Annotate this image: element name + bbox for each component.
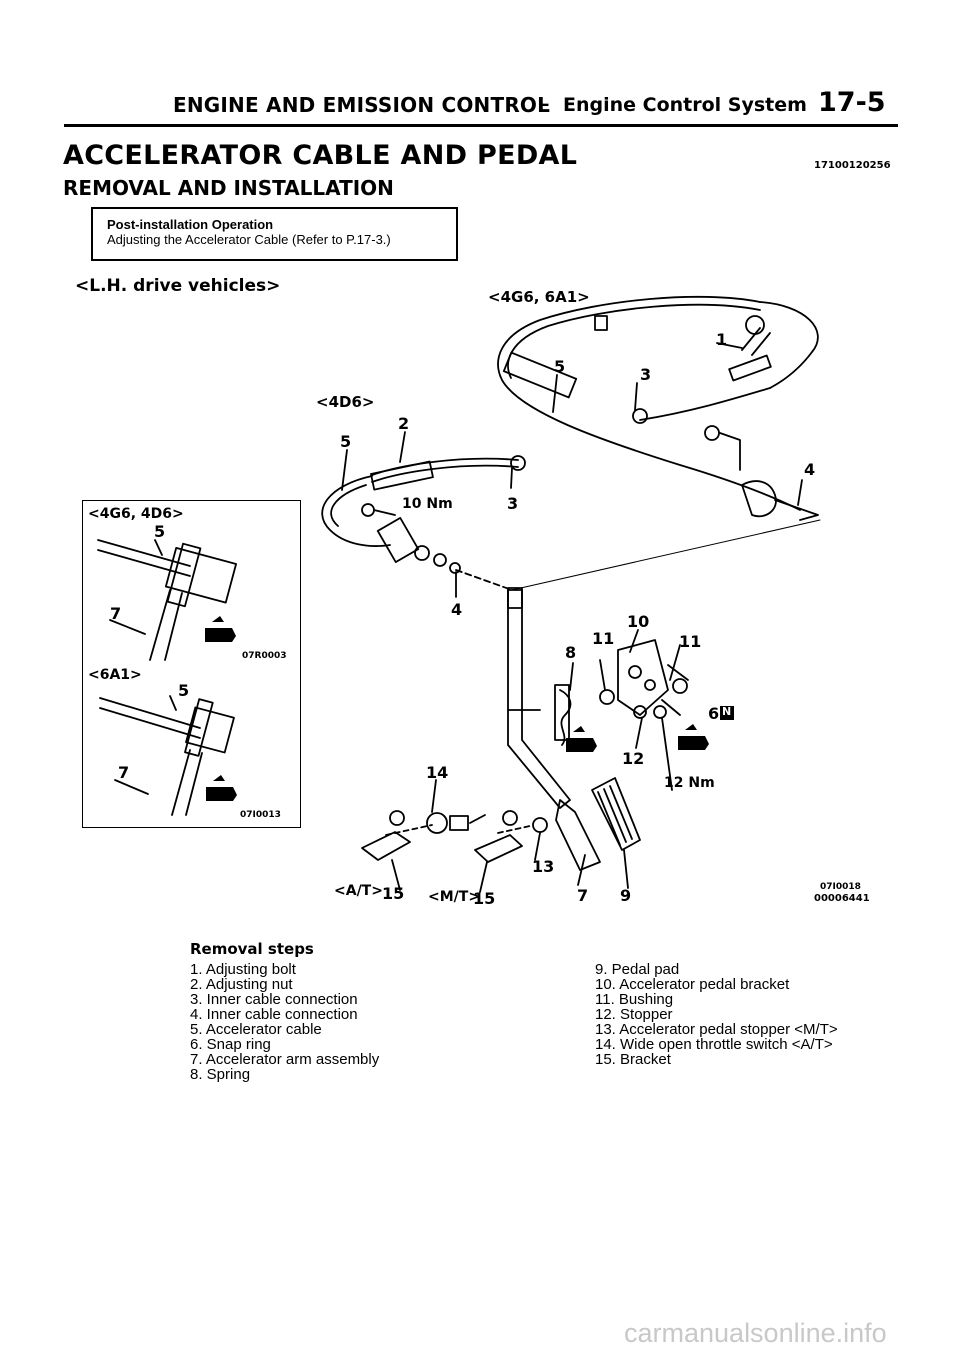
- callout-14: 14: [426, 763, 449, 782]
- callout-11b: 11: [679, 632, 702, 651]
- at-label: <A/T>: [334, 883, 383, 899]
- engine-variant-inset: [82, 500, 301, 828]
- callout-2: 2: [398, 414, 410, 433]
- cable-sleeve: [502, 351, 578, 399]
- callout-5a: 5: [554, 357, 566, 376]
- callout-10: 10: [627, 612, 650, 631]
- removal-step: 12. Stopper: [595, 1006, 673, 1023]
- removal-step: 15. Bracket: [595, 1051, 671, 1068]
- n-mark: N: [722, 705, 732, 718]
- grease-symbol: [205, 616, 236, 642]
- figure-code-2: 00006441: [814, 893, 870, 904]
- removal-steps-heading: Removal steps: [190, 940, 314, 958]
- callout-5d: 5: [178, 681, 190, 700]
- header-rule: [64, 124, 898, 127]
- header-dash: –: [540, 93, 550, 115]
- inset-code-top: 07R0003: [242, 651, 287, 661]
- removal-steps-right: 9. Pedal pad 10. Accelerator pedal brack…: [595, 962, 838, 1067]
- callout-8: 8: [565, 643, 577, 662]
- header-section: ENGINE AND EMISSION CONTROL: [173, 93, 551, 117]
- callout-1: 1: [716, 330, 728, 349]
- callout-12: 12: [622, 749, 645, 768]
- removal-step: 13. Accelerator pedal stopper <M/T>: [595, 1021, 838, 1038]
- removal-step: 14. Wide open throttle switch <A/T>: [595, 1036, 833, 1053]
- callout-7b: 7: [118, 763, 130, 782]
- callout-3b: 3: [507, 494, 519, 513]
- callout-11a: 11: [592, 629, 615, 648]
- torque-label-10nm: 10 Nm: [402, 496, 453, 512]
- callout-6: 6: [708, 704, 720, 723]
- pedal-arm: [507, 587, 571, 809]
- callout-7a: 7: [110, 604, 122, 623]
- post-installation-text: Adjusting the Accelerator Cable (Refer t…: [107, 232, 391, 247]
- inset-code-bottom: 07I0013: [240, 810, 281, 820]
- page-number: 17-5: [818, 87, 886, 118]
- post-installation-heading: Post-installation Operation: [107, 217, 274, 232]
- removal-step: 10. Accelerator pedal bracket: [595, 976, 790, 993]
- page-title: ACCELERATOR CABLE AND PEDAL: [63, 140, 578, 171]
- removal-step: 4. Inner cable connection: [190, 1006, 358, 1023]
- removal-step: 8. Spring: [190, 1066, 251, 1083]
- upper-cable: [497, 295, 801, 511]
- callout-9: 9: [620, 886, 632, 905]
- callout-5b: 5: [340, 432, 352, 451]
- n-mark-box: [720, 706, 734, 720]
- removal-step: 6. Snap ring: [190, 1036, 271, 1053]
- post-installation-box: Post-installation Operation Adjusting th…: [91, 207, 458, 261]
- bracket-15-mt: [474, 834, 523, 863]
- variant-label-4g6-6a1: <4G6, 6A1>: [488, 288, 590, 306]
- removal-step: 1. Adjusting bolt: [190, 961, 296, 978]
- figure-code: 07I0018: [820, 882, 861, 892]
- drive-label: <L.H. drive vehicles>: [75, 276, 281, 296]
- removal-steps-left: 1. Adjusting bolt 2. Adjusting nut 3. In…: [190, 962, 379, 1082]
- callout-15b: 15: [473, 889, 496, 908]
- callout-4a: 4: [804, 460, 816, 479]
- callout-4b: 4: [451, 600, 463, 619]
- pedal-pad: [591, 777, 641, 851]
- callout-15a: 15: [382, 884, 405, 903]
- removal-step: 9. Pedal pad: [595, 961, 680, 978]
- removal-step: 5. Accelerator cable: [190, 1021, 322, 1038]
- removal-step: 11. Bushing: [595, 991, 674, 1008]
- torque-label-12nm: 12 Nm: [664, 775, 715, 791]
- removal-step: 3. Inner cable connection: [190, 991, 358, 1008]
- removal-step: 2. Adjusting nut: [190, 976, 293, 993]
- section-subtitle: REMOVAL AND INSTALLATION: [63, 176, 394, 200]
- watermark: carmanualsonline.info: [624, 1318, 887, 1348]
- removal-step: 7. Accelerator arm assembly: [190, 1051, 380, 1068]
- document-id: 17100120256: [814, 160, 891, 171]
- inset-label-6a1: <6A1>: [88, 667, 142, 683]
- callout-7c: 7: [577, 886, 589, 905]
- mt-label: <M/T>: [428, 889, 481, 905]
- variant-label-4d6: <4D6>: [316, 393, 375, 411]
- callout-13: 13: [532, 857, 555, 876]
- bracket-15-at: [361, 831, 411, 861]
- callout-5c: 5: [154, 522, 166, 541]
- inset-label-4g6-4d6: <4G6, 4D6>: [88, 506, 184, 522]
- callout-3a: 3: [640, 365, 652, 384]
- pedal-bracket: [617, 639, 669, 716]
- header-subsection: Engine Control System: [563, 94, 807, 116]
